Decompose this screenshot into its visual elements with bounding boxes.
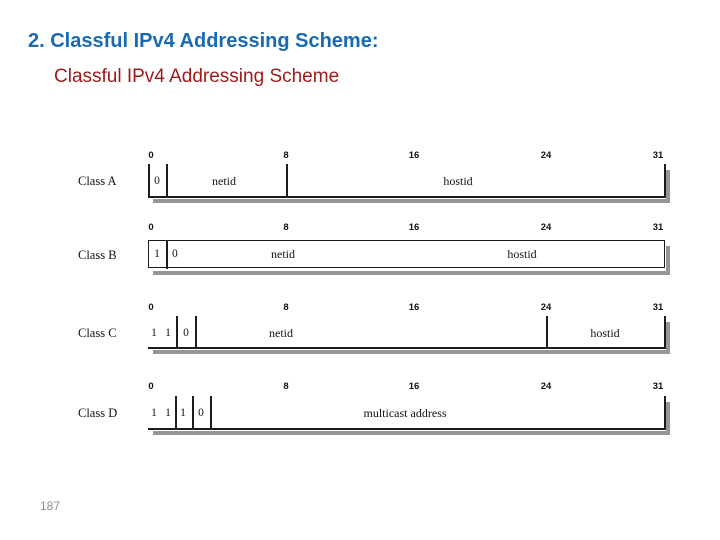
bit-0-tick-label: 0 <box>148 150 154 161</box>
bit-24-tick-label: 24 <box>540 381 552 392</box>
bit-0-tick-label: 0 <box>148 381 154 392</box>
box-outline <box>148 240 665 268</box>
box-bottom-edge <box>148 196 666 198</box>
bottom-shadow <box>153 271 670 275</box>
bit-8-tick-label: 8 <box>283 381 289 392</box>
leading-bit: 1 <box>180 407 186 419</box>
bit-16-tick-label: 16 <box>408 150 420 161</box>
right-shadow <box>666 322 670 354</box>
right-shadow <box>666 170 670 203</box>
bottom-shadow <box>153 199 670 203</box>
netid-field-label: netid <box>212 174 236 188</box>
leading-bit: 0 <box>154 175 160 187</box>
multicast-field-label: multicast address <box>363 406 447 420</box>
box-right-edge <box>664 316 666 349</box>
bit-8-tick-label: 8 <box>283 222 289 233</box>
right-shadow <box>666 246 670 275</box>
class-b-label: Class B <box>78 248 117 262</box>
leading-bit-cell-divider <box>166 164 168 198</box>
bit-31-tick-label: 31 <box>652 150 664 161</box>
bit-31-tick-label: 31 <box>652 302 664 313</box>
leading-bit: 1 <box>154 248 160 260</box>
bit-31-tick-label: 31 <box>652 381 664 392</box>
class-a-label: Class A <box>78 174 117 188</box>
leading-bit-cell-divider <box>166 240 168 269</box>
leading-bit: 0 <box>198 407 204 419</box>
page-number: 187 <box>40 499 61 513</box>
leading-bit: 0 <box>172 248 178 260</box>
leading-bit: 1 <box>165 327 171 339</box>
hostid-field-label: hostid <box>507 247 537 261</box>
leading-bit: 0 <box>183 327 189 339</box>
bit-16-tick-label: 16 <box>408 302 420 313</box>
netid-field-label: netid <box>271 247 295 261</box>
bit-8-tick-label: 8 <box>283 150 289 161</box>
box-bottom-edge <box>148 428 666 430</box>
bottom-shadow <box>153 431 670 435</box>
class-d-label: Class D <box>78 406 118 420</box>
box-right-edge <box>664 164 666 198</box>
box-bottom-edge <box>148 347 666 349</box>
netid-hostid-divider <box>286 164 288 198</box>
slide-subtitle: Classful IPv4 Addressing Scheme <box>54 66 340 87</box>
bit-16-tick-label: 16 <box>408 381 420 392</box>
leading-bit: 1 <box>151 327 157 339</box>
bit-24-tick-label: 24 <box>540 150 552 161</box>
bit-16-tick-label: 16 <box>408 222 420 233</box>
leading-bit-cell-divider <box>195 316 197 349</box>
right-shadow <box>666 402 670 435</box>
leading-bit: 1 <box>165 407 171 419</box>
leading-bit-cell-divider <box>192 396 194 430</box>
bit-24-tick-label: 24 <box>540 302 552 313</box>
netid-field-label: netid <box>269 326 293 340</box>
box-right-edge <box>664 396 666 430</box>
leading-bit-cell-divider <box>175 396 177 430</box>
box-left-edge <box>148 164 150 198</box>
bit-31-tick-label: 31 <box>652 222 664 233</box>
class-c-label: Class C <box>78 326 117 340</box>
leading-bit-cell-divider <box>210 396 212 430</box>
netid-hostid-divider <box>546 316 548 349</box>
bit-8-tick-label: 8 <box>283 302 289 313</box>
hostid-field-label: hostid <box>590 326 620 340</box>
bit-0-tick-label: 0 <box>148 222 154 233</box>
hostid-field-label: hostid <box>443 174 473 188</box>
leading-bit: 1 <box>151 407 157 419</box>
bit-0-tick-label: 0 <box>148 302 154 313</box>
bottom-shadow <box>153 350 670 354</box>
slide-title: 2. Classful IPv4 Addressing Scheme: <box>28 30 379 52</box>
leading-bit-cell-divider <box>176 316 178 349</box>
bit-24-tick-label: 24 <box>540 222 552 233</box>
